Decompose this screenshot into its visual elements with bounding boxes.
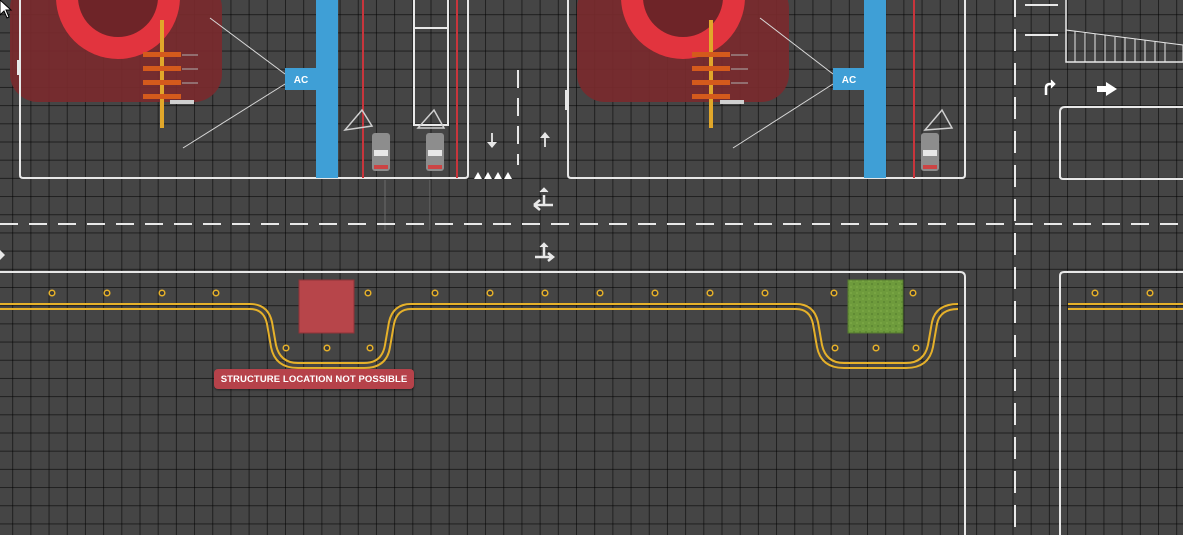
valid-placement-tile[interactable] <box>847 279 904 334</box>
fuel-pole <box>692 20 748 128</box>
streetlight-icon <box>923 108 954 131</box>
bus-icon <box>372 133 390 171</box>
bus-icon <box>921 133 939 171</box>
stand-left[interactable]: AC <box>10 0 469 230</box>
service-lane <box>864 0 886 178</box>
taxi-marker: AC <box>842 75 856 86</box>
far-right-block <box>1059 0 1183 535</box>
arrow-up-icon <box>540 132 550 147</box>
taxi-marker: AC <box>294 75 308 86</box>
structure-warning-banner: STRUCTURE LOCATION NOT POSSIBLE <box>214 369 414 389</box>
fuel-pole <box>143 20 198 128</box>
arrow-down-icon <box>487 133 497 148</box>
mouse-cursor-icon <box>0 0 13 19</box>
invalid-placement-tile[interactable] <box>298 279 355 334</box>
stand-right[interactable]: AC <box>565 0 966 179</box>
taxiway-lights <box>48 289 1154 352</box>
left-edge-arrow <box>0 250 5 260</box>
bus-icon <box>426 133 444 171</box>
streetlight-icon <box>343 108 446 132</box>
right-arrow-icon <box>1097 82 1117 96</box>
taxiway-centerline <box>0 303 1183 369</box>
turn-arrow-icon <box>533 187 553 211</box>
turn-arrow-icon <box>1044 79 1056 95</box>
apron-boundary <box>0 271 966 535</box>
service-lane <box>316 0 338 178</box>
yield-markers <box>474 172 512 179</box>
turn-arrow-icon <box>535 242 556 262</box>
